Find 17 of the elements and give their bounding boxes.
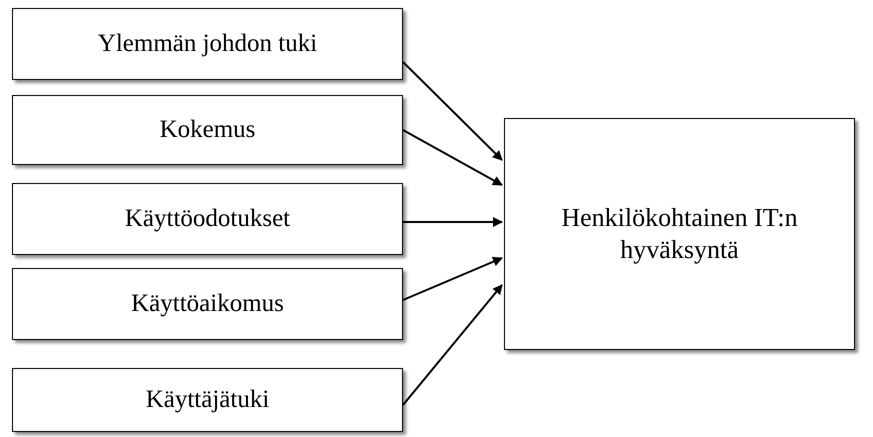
- box-label: Käyttäjätuki: [144, 385, 270, 416]
- arrow: [402, 284, 503, 406]
- process-box: [12, 268, 403, 340]
- box-label: Käyttöodotukset: [124, 204, 292, 234]
- box-label: Henkilökohtainen IT:n hyväksyntä: [560, 202, 799, 266]
- process-box: [12, 95, 403, 165]
- box-label: Käyttöaikomus: [130, 289, 285, 320]
- process-box: [12, 368, 403, 432]
- process-box: [504, 118, 855, 350]
- process-box: [12, 8, 403, 80]
- arrow: [403, 217, 503, 227]
- box-label: Kokemus: [158, 115, 256, 146]
- box-label: Ylemmän johdon tuki: [96, 29, 318, 60]
- arrow: [402, 129, 503, 186]
- arrow: [402, 61, 503, 161]
- process-box: [12, 183, 403, 255]
- arrow: [402, 256, 503, 301]
